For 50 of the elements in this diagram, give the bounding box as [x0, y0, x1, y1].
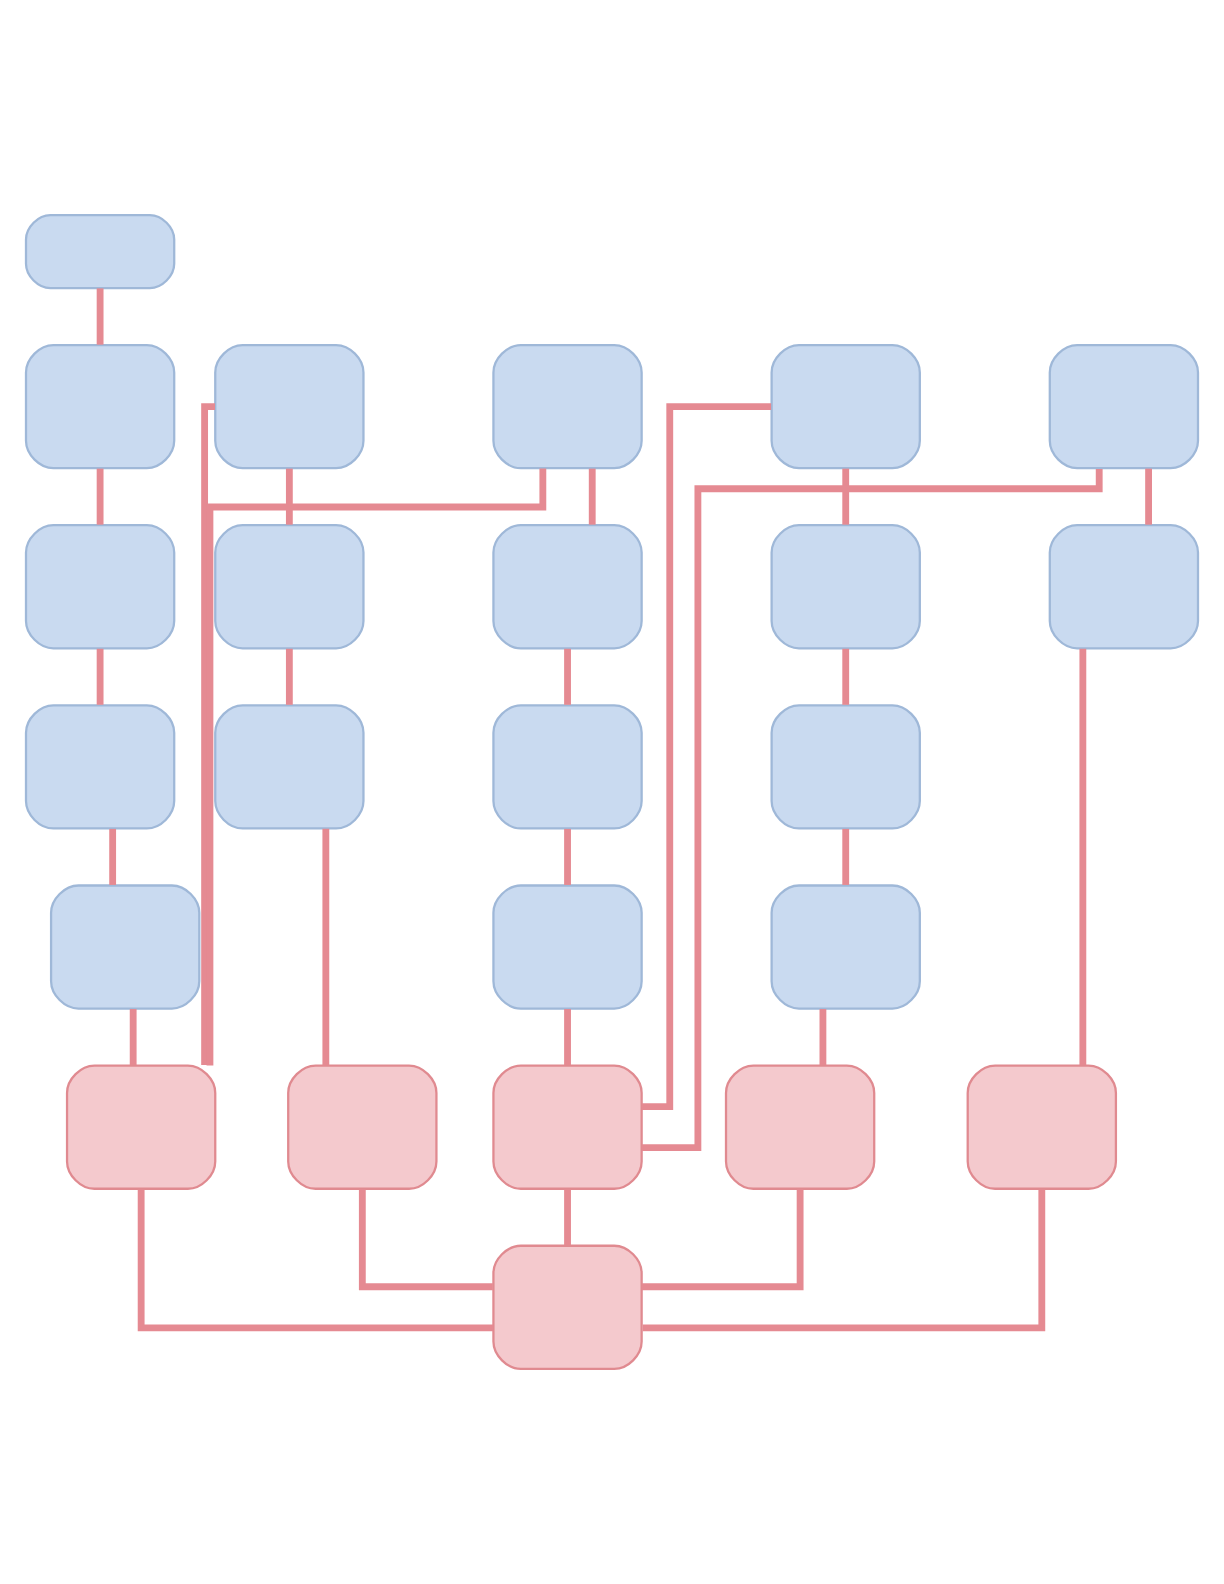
- connector: [201, 403, 215, 1066]
- node-box: [49, 884, 201, 1010]
- connector: [842, 468, 850, 525]
- node-box: [24, 214, 176, 290]
- connector: [641, 403, 772, 1111]
- connector: [96, 648, 104, 705]
- node-box: [492, 524, 643, 650]
- node-box: [287, 1064, 438, 1190]
- node-box: [65, 1064, 217, 1190]
- node-box: [1048, 524, 1200, 650]
- connector: [641, 468, 1103, 1152]
- node-box: [492, 1064, 643, 1190]
- node-box: [966, 1064, 1118, 1190]
- node-box: [770, 524, 921, 650]
- node-box: [24, 343, 176, 470]
- node-box: [492, 343, 643, 470]
- node-box: [24, 524, 176, 650]
- connector: [109, 828, 117, 885]
- node-box: [24, 704, 176, 830]
- node-box: [492, 884, 643, 1010]
- node-box: [214, 524, 365, 650]
- connector: [819, 1009, 827, 1066]
- node-box: [492, 1244, 643, 1371]
- connector: [358, 1189, 493, 1291]
- connector: [96, 468, 104, 525]
- connector: [129, 1009, 137, 1066]
- connector: [642, 1189, 1046, 1332]
- connector: [564, 1189, 571, 1246]
- connector: [1145, 468, 1152, 525]
- connector: [96, 288, 104, 345]
- connector: [285, 468, 293, 525]
- node-box: [770, 884, 921, 1010]
- connector: [564, 1009, 571, 1066]
- node-box: [770, 343, 921, 470]
- node-box: [492, 704, 643, 830]
- connector: [564, 648, 571, 705]
- connector: [1079, 648, 1087, 1066]
- node-box: [214, 704, 365, 830]
- connector: [285, 648, 293, 705]
- node-box: [214, 343, 365, 470]
- connector: [842, 648, 850, 705]
- connector: [564, 828, 571, 885]
- connector: [322, 828, 330, 1066]
- connector: [641, 1189, 804, 1291]
- node-box: [1048, 343, 1200, 470]
- node-box: [724, 1064, 876, 1190]
- node-box: [770, 704, 921, 830]
- connector: [842, 828, 850, 885]
- connector: [588, 468, 596, 525]
- connector: [137, 1189, 494, 1332]
